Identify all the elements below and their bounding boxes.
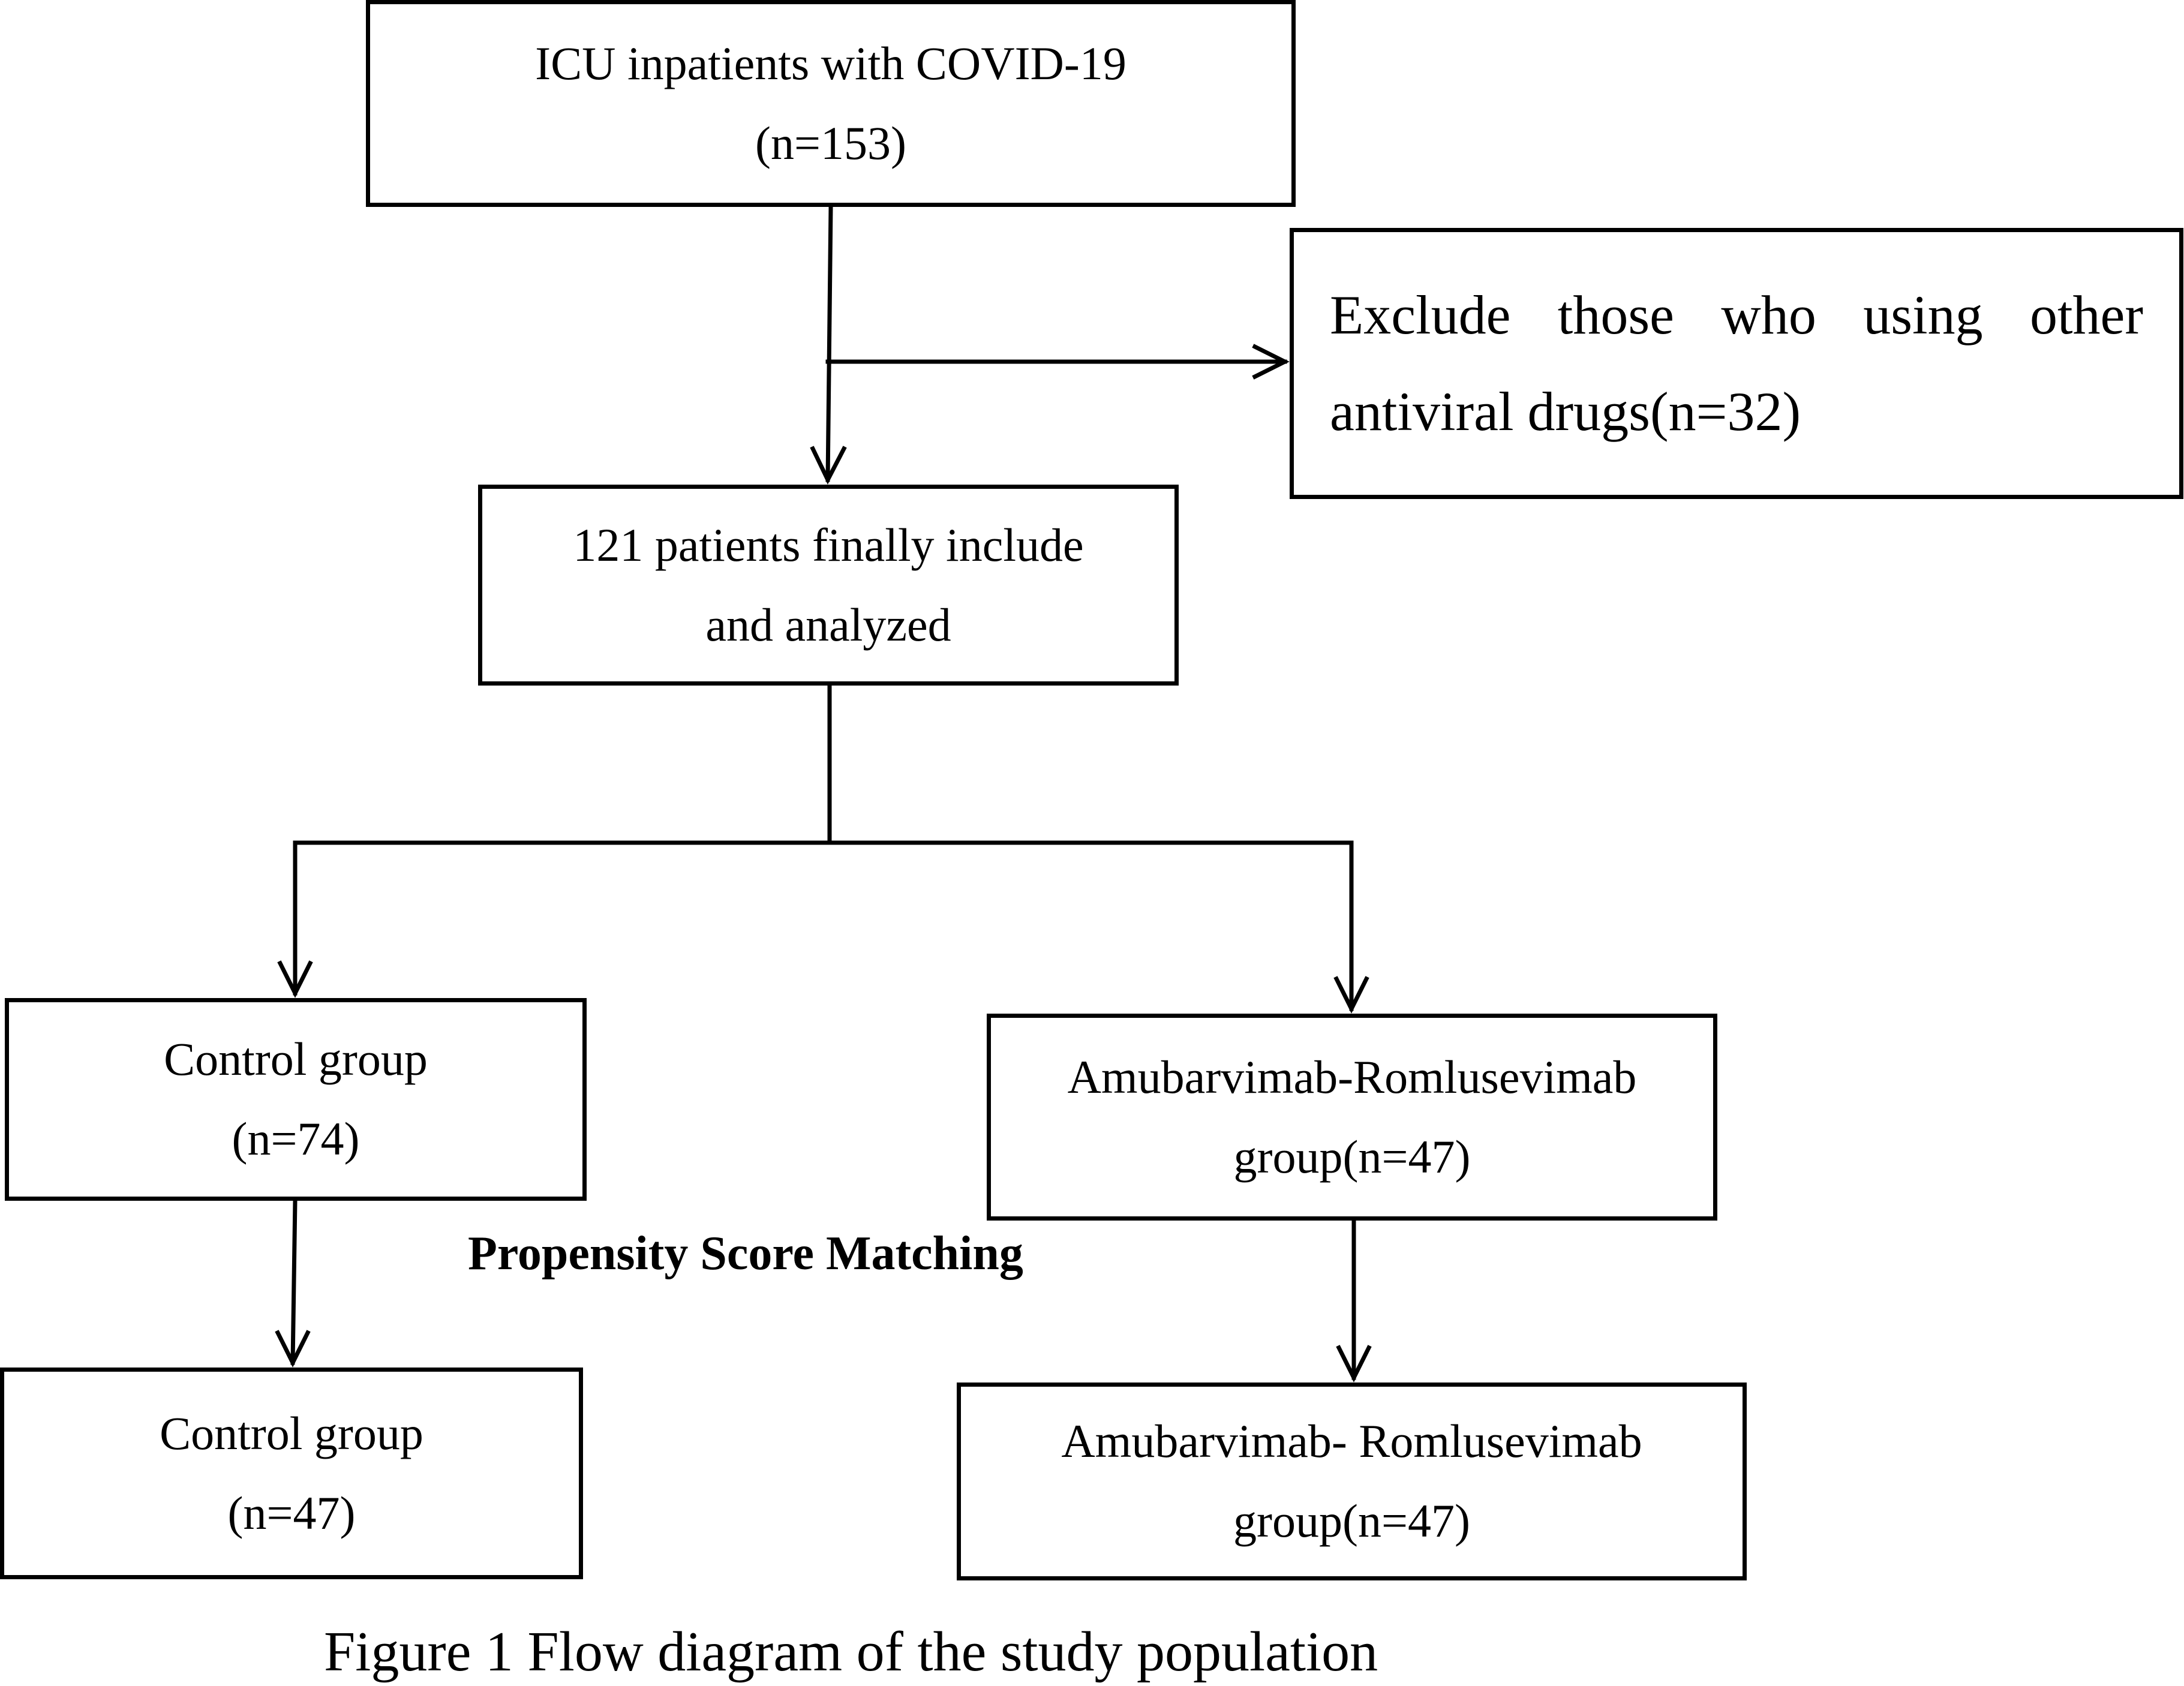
box-treatment-matched-line1: Amubarvimab- Romlusevimab bbox=[1061, 1415, 1642, 1468]
box-treatment-line2: group(n=47) bbox=[1233, 1130, 1471, 1183]
connector-start-to-included bbox=[825, 205, 833, 482]
box-treatment-matched-line2: group(n=47) bbox=[1233, 1495, 1470, 1547]
box-control-line1: Control group bbox=[164, 1033, 428, 1086]
box-included-line2: and analyzed bbox=[705, 598, 951, 651]
box-exclude-line1: Exclude those who using other bbox=[1330, 284, 2143, 345]
box-control-matched-line2: (n=47) bbox=[227, 1486, 356, 1539]
box-control-group-matched: Control group (n=47) bbox=[0, 1368, 583, 1579]
box-icu-inpatients: ICU inpatients with COVID-19 (n=153) bbox=[366, 0, 1296, 207]
arrowhead-treatment bbox=[1333, 976, 1369, 1014]
box-treatment-line1: Amubarvimab-Romlusevimab bbox=[1067, 1050, 1637, 1103]
connector-control-to-matched bbox=[290, 1198, 298, 1365]
box-control-line2: (n=74) bbox=[232, 1113, 360, 1165]
box-included-line1: 121 patients finally include bbox=[573, 518, 1084, 571]
arrowhead-exclude bbox=[1252, 344, 1290, 380]
arrowhead-treatment-matched bbox=[1336, 1345, 1372, 1383]
box-treatment-group: Amubarvimab-Romlusevimab group(n=47) bbox=[987, 1014, 1717, 1221]
box-exclusion: Exclude those who using other antiviral … bbox=[1290, 228, 2183, 499]
figure-caption: Figure 1 Flow diagram of the study popul… bbox=[324, 1621, 1378, 1683]
arrowhead-included bbox=[810, 446, 847, 485]
box-control-group: Control group (n=74) bbox=[5, 998, 587, 1201]
box-treatment-group-matched: Amubarvimab- Romlusevimab group(n=47) bbox=[957, 1383, 1747, 1580]
box-included-analyzed: 121 patients finally include and analyze… bbox=[478, 485, 1179, 686]
arrowhead-control-matched bbox=[275, 1330, 311, 1368]
arrowhead-control bbox=[277, 960, 313, 998]
box-exclude-line2: antiviral drugs(n=32) bbox=[1330, 381, 1801, 442]
propensity-score-matching-label: Propensity Score Matching bbox=[468, 1227, 1023, 1280]
box-control-matched-line1: Control group bbox=[160, 1406, 423, 1459]
box-start-line1: ICU inpatients with COVID-19 bbox=[535, 37, 1126, 89]
box-start-line2: (n=153) bbox=[755, 116, 906, 169]
